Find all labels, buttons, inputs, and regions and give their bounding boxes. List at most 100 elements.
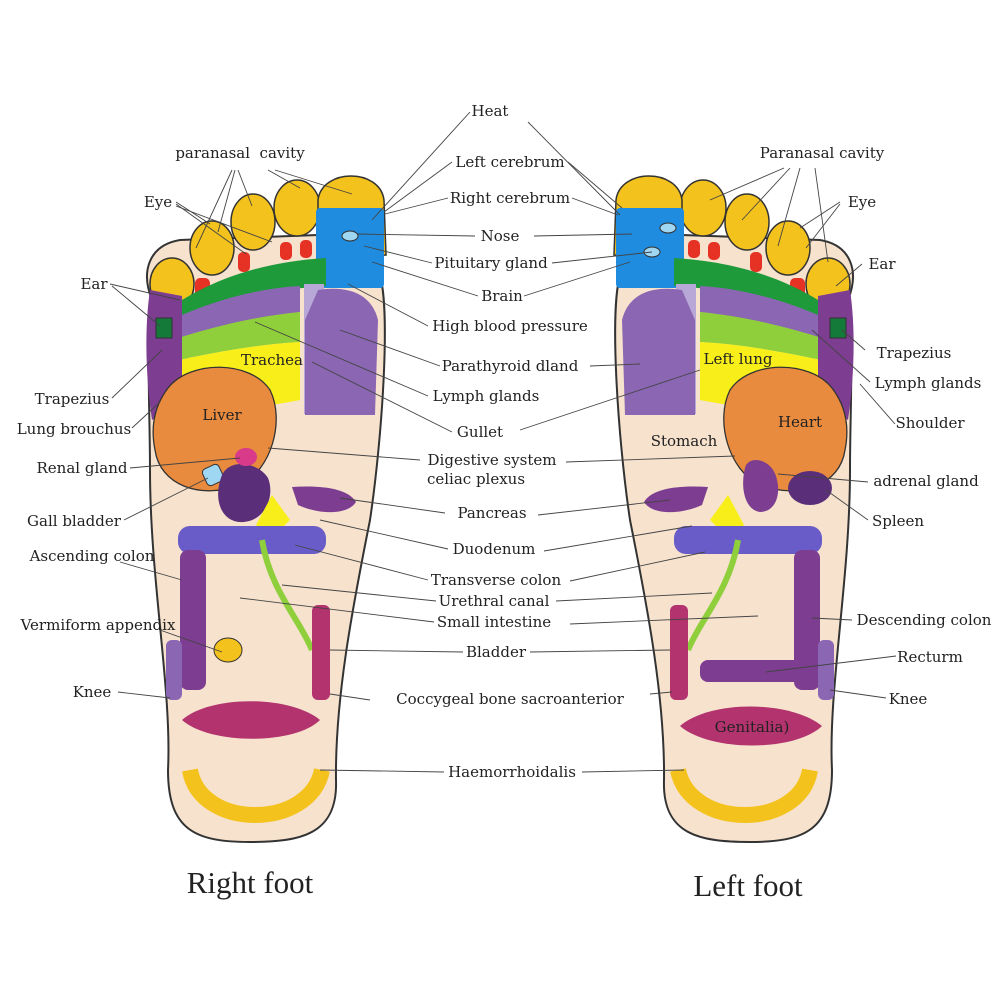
label-left-lung: Left lung xyxy=(704,350,773,368)
label-pancreas: Pancreas xyxy=(457,504,526,522)
right-transverse-colon xyxy=(178,526,326,554)
label-gall-bladder: Gall bladder xyxy=(27,512,122,530)
label-liver: Liver xyxy=(202,406,242,424)
right-toe-2 xyxy=(273,179,321,237)
right-knee-zone xyxy=(166,640,182,700)
label-transverse-colon: Transverse colon xyxy=(431,571,562,589)
title-left-foot: Left foot xyxy=(693,868,803,903)
right-toe-4 xyxy=(189,220,235,276)
label-ascending-colon: Ascending colon xyxy=(29,547,155,565)
center-labels: Heat Left cerebrum Right cerebrum Nose P… xyxy=(396,102,624,781)
label-brain: Brain xyxy=(481,287,523,305)
left-spleen xyxy=(788,471,832,505)
left-neck-red-3 xyxy=(708,242,720,260)
right-heel-arc xyxy=(182,767,330,823)
left-heel-arc xyxy=(670,767,818,823)
label-stomach: Stomach xyxy=(651,432,718,450)
label-coccygeal: Coccygeal bone sacroanterior xyxy=(396,690,624,708)
right-gall-bladder xyxy=(201,463,225,487)
right-foot-labels: paranasal cavity Eye Ear Trapezius Lung … xyxy=(17,144,305,701)
label-right-eye: Eye xyxy=(144,193,172,211)
left-foot-labels: Paranasal cavity Eye Ear Trapezius Lymph… xyxy=(760,144,992,708)
label-right-knee: Knee xyxy=(73,683,112,701)
left-descending-colon xyxy=(794,550,820,690)
label-genitalia: Genitalia) xyxy=(715,718,790,736)
label-digestive-system: Digestive system xyxy=(428,451,557,469)
label-lymph-glands-center: Lymph glands xyxy=(433,387,540,405)
left-toe-2 xyxy=(679,179,727,237)
label-heart: Heart xyxy=(778,413,822,431)
right-neck-red-2 xyxy=(238,252,250,272)
left-knee-zone xyxy=(818,640,834,700)
right-renal-gland xyxy=(235,448,257,466)
label-spleen: Spleen xyxy=(872,512,924,530)
left-lung-lightgreen xyxy=(700,312,830,362)
left-ear-square xyxy=(829,317,847,339)
left-kidney xyxy=(743,460,779,512)
label-haemorrhoidalis: Haemorrhoidalis xyxy=(448,763,576,781)
left-neck-red-2 xyxy=(750,252,762,272)
label-descending-colon: Descending colon xyxy=(857,611,992,629)
right-ascending-colon xyxy=(180,550,206,690)
label-left-cerebrum: Left cerebrum xyxy=(455,153,564,171)
label-lung-brouchus: Lung brouchus xyxy=(17,420,132,438)
right-pelvis-zone xyxy=(182,701,320,739)
left-transverse-colon xyxy=(674,526,822,554)
label-heat: Heat xyxy=(472,102,509,120)
label-vermiform-appendix: Vermiform appendix xyxy=(20,616,176,634)
label-right-paranasal-cavity: paranasal cavity xyxy=(175,144,305,162)
label-right-ear: Ear xyxy=(80,275,108,293)
left-pancreas xyxy=(644,486,708,513)
right-neck-red-3 xyxy=(280,242,292,260)
label-recturm: Recturm xyxy=(897,648,963,666)
label-left-ear: Ear xyxy=(868,255,896,273)
right-neck-red-4 xyxy=(300,240,312,258)
label-small-intestine: Small intestine xyxy=(437,613,551,631)
left-foot xyxy=(613,175,854,844)
label-parathyroid: Parathyroid dland xyxy=(442,357,579,375)
label-renal-gland: Renal gland xyxy=(37,459,128,477)
label-left-paranasal-cavity: Paranasal cavity xyxy=(760,144,885,162)
label-trachea: Trachea xyxy=(241,351,303,369)
left-bladder xyxy=(670,605,688,700)
label-shoulder: Shoulder xyxy=(895,414,965,432)
leader-lines xyxy=(109,111,897,773)
label-left-lymph-glands: Lymph glands xyxy=(875,374,982,392)
right-lung-purple xyxy=(175,286,300,340)
right-pituitary-dot xyxy=(341,230,359,242)
left-lung-purple xyxy=(700,286,825,340)
right-lung-lightgreen xyxy=(170,312,300,362)
right-pancreas xyxy=(292,486,356,513)
label-high-blood-pressure: High blood pressure xyxy=(432,317,588,335)
label-pituitary-gland: Pituitary gland xyxy=(434,254,548,272)
right-bladder xyxy=(312,605,330,700)
right-inner-purple xyxy=(305,288,378,415)
left-pituitary-dot-1 xyxy=(659,222,677,234)
label-urethral-canal: Urethral canal xyxy=(439,592,550,610)
label-nose: Nose xyxy=(481,227,520,245)
left-toe-4 xyxy=(765,220,811,276)
label-left-knee: Knee xyxy=(889,690,928,708)
right-kidney xyxy=(218,463,271,523)
label-duodenum: Duodenum xyxy=(453,540,536,558)
right-brain-zone xyxy=(316,208,384,288)
label-bladder: Bladder xyxy=(466,643,527,661)
right-foot xyxy=(146,175,387,844)
right-ureter-line xyxy=(259,539,315,652)
label-celiac-plexus: celiac plexus xyxy=(427,470,525,488)
label-adrenal-gland: adrenal gland xyxy=(873,472,979,490)
right-ear-square xyxy=(155,317,173,339)
left-genitalia-zone xyxy=(680,706,822,746)
label-left-trapezius: Trapezius xyxy=(877,344,952,362)
title-right-foot: Right foot xyxy=(187,865,314,900)
left-inner-purple xyxy=(622,288,695,415)
left-neck-red-4 xyxy=(688,240,700,258)
inner-labels: Trachea Liver Left lung Heart Stomach Ge… xyxy=(202,350,822,736)
label-right-cerebrum: Right cerebrum xyxy=(450,189,570,207)
foot-titles: Right foot Left foot xyxy=(187,865,803,903)
label-gullet: Gullet xyxy=(457,423,503,441)
left-ureter-line xyxy=(685,539,741,652)
left-toe-3 xyxy=(724,193,770,251)
right-toe-3 xyxy=(230,193,276,251)
